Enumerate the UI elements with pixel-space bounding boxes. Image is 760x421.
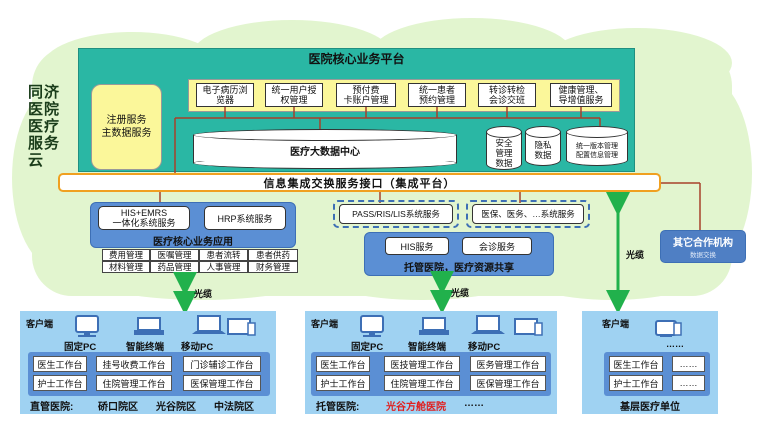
trust-device-icons xyxy=(360,315,543,337)
insurance-service: 医保、医务、…系统服务 xyxy=(466,200,590,228)
smart-terminal-icon xyxy=(134,317,164,335)
core-apps-title: 医疗核心业务应用 xyxy=(153,236,233,248)
pass-ris-lis-service: PASS/RIS/LIS系统服务 xyxy=(333,200,459,228)
basic-ws-doctor: 医生工作台 xyxy=(609,356,663,372)
fixed-pc-icon xyxy=(360,315,384,337)
direct-device-icons xyxy=(75,315,256,337)
platform-module-strip xyxy=(188,79,620,112)
config-data-store: 统一版本管理配置信息管理 xyxy=(566,126,628,170)
trust-ws-medtech: 医技管理工作台 xyxy=(384,356,460,372)
fiber-label-1: 光缆 xyxy=(194,289,213,299)
fixed-pc-icon xyxy=(75,315,99,337)
trust-footer-label: 托管医院: xyxy=(316,402,360,413)
other-institutions: 其它合作机构 数据交换 xyxy=(660,230,746,263)
trust-device-mobile: 移动PC xyxy=(468,342,501,353)
direct-footer-label: 直管医院: xyxy=(30,402,74,413)
core-apps-grid: 费用管理 医嘱管理 患者流转 患者供药 材料管理 药品管理 人事管理 财务管理 xyxy=(102,249,298,273)
module-user-auth: 统一用户授权管理 xyxy=(265,83,323,107)
platform-title: 医院核心业务平台 xyxy=(308,51,405,66)
basic-devices-dots: …… xyxy=(666,339,684,349)
trust-client-label: 客户端 xyxy=(311,319,339,329)
trust-device-smart: 智能终端 xyxy=(408,342,447,353)
exchange-bus: 信息集成交换服务接口（集成平台） xyxy=(58,173,661,192)
module-referral: 转诊转检会诊交班 xyxy=(478,83,536,107)
direct-ws-insurance: 医保管理工作台 xyxy=(183,375,261,391)
direct-footer-zhongfa: 中法院区 xyxy=(214,402,254,413)
direct-device-smart: 智能终端 xyxy=(126,342,165,353)
privacy-data-store: 隐私数据 xyxy=(525,126,561,170)
fiber-label-2: 光缆 xyxy=(451,288,470,298)
registration-service: 注册服务主数据服务 xyxy=(91,84,162,170)
trust-ws-nurse: 护士工作台 xyxy=(316,375,370,391)
trust-device-fixed: 固定PC xyxy=(351,342,384,353)
basic-ws-more-2: …… xyxy=(672,375,705,391)
mobile-pc-icon xyxy=(471,315,505,334)
basic-client-label: 客户端 xyxy=(602,319,630,329)
trust-his-service: HIS服务 xyxy=(385,237,449,255)
basic-ws-nurse: 护士工作台 xyxy=(609,375,663,391)
trust-ws-doctor: 医生工作台 xyxy=(316,356,370,372)
trust-title: 托管医院，医疗资源共享 xyxy=(404,262,514,274)
fiber-label-3: 光缆 xyxy=(626,250,645,260)
trust-footer-guanggu-fangcang: 光谷方舱医院 xyxy=(386,402,446,413)
direct-footer-guanggu: 光谷院区 xyxy=(156,402,196,413)
tablet-icon xyxy=(227,318,256,336)
module-emr-browser: 电子病历浏览器 xyxy=(196,83,254,107)
module-health-management: 健康管理、导增值服务 xyxy=(550,83,612,107)
trust-ws-medaffairs: 医务管理工作台 xyxy=(470,356,546,372)
direct-device-mobile: 移动PC xyxy=(181,342,214,353)
mobile-pc-icon xyxy=(192,315,226,334)
hrp-service: HRP系统服务 xyxy=(204,206,286,230)
tablet-icon xyxy=(514,318,543,336)
direct-ws-doctor: 医生工作台 xyxy=(33,356,87,372)
computer-icon xyxy=(655,320,682,337)
trust-consult-service: 会诊服务 xyxy=(462,237,532,255)
smart-terminal-icon xyxy=(419,317,449,335)
cloud-label: 同济医院医疗服务云 xyxy=(28,84,61,169)
direct-ws-registration: 挂号收费工作台 xyxy=(96,356,172,372)
security-data-store: 安全管理数据 xyxy=(486,126,522,174)
module-appointment: 统一患者预约管理 xyxy=(408,83,466,107)
basic-footer: 基层医疗单位 xyxy=(620,402,680,413)
module-prepaid-card: 预付费卡账户管理 xyxy=(336,83,396,107)
trust-ws-insurance: 医保管理工作台 xyxy=(470,375,546,391)
direct-ws-nurse: 护士工作台 xyxy=(33,375,87,391)
basic-ws-more-1: …… xyxy=(672,356,705,372)
bigdata-center: 医疗大数据中心 xyxy=(193,129,457,169)
trust-footer-more: …… xyxy=(464,398,484,409)
direct-ws-outpatient: 门诊辅诊工作台 xyxy=(183,356,261,372)
direct-footer-qiaokou: 硚口院区 xyxy=(98,402,138,413)
basic-device-icons xyxy=(655,320,682,337)
trust-ws-inpatient: 住院管理工作台 xyxy=(384,375,460,391)
direct-device-fixed: 固定PC xyxy=(64,342,97,353)
direct-ws-inpatient: 住院管理工作台 xyxy=(96,375,172,391)
direct-client-label: 客户端 xyxy=(26,319,54,329)
